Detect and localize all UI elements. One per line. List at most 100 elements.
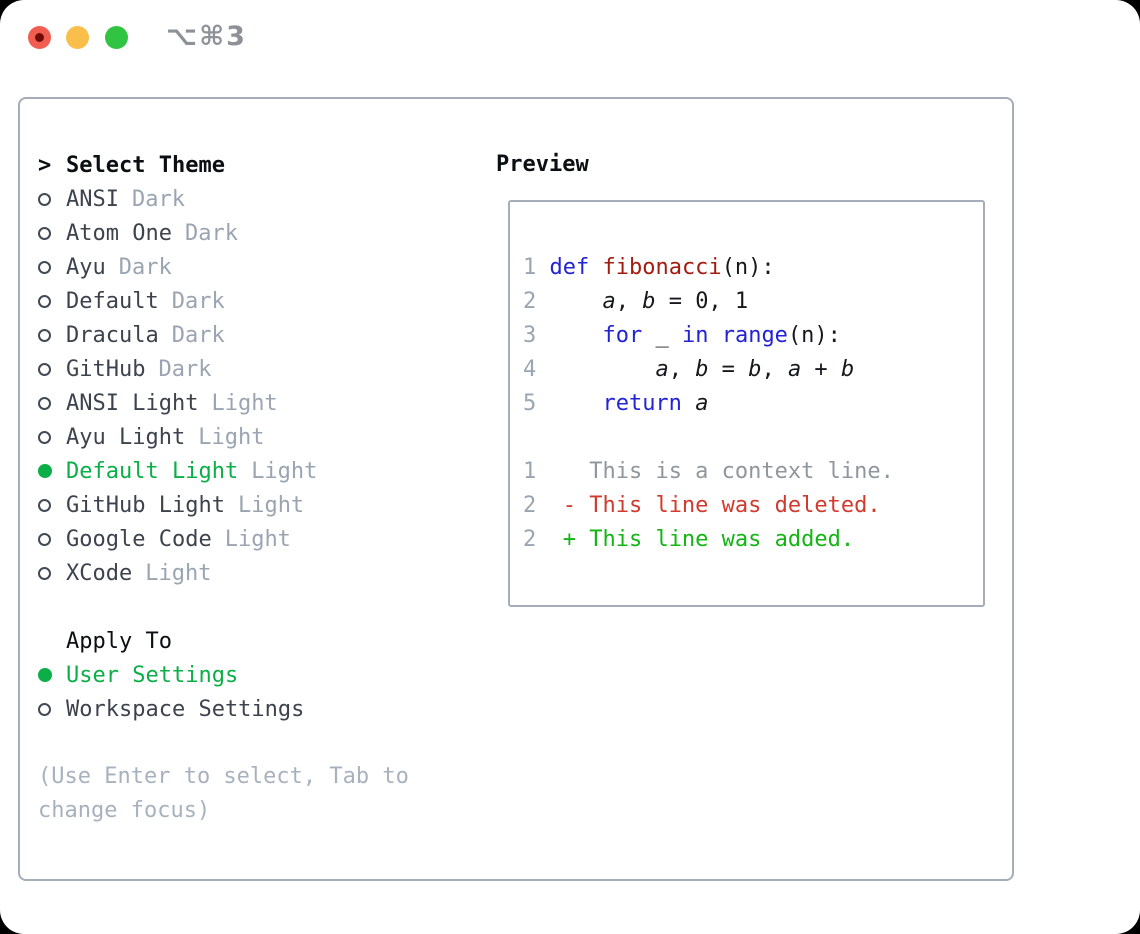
line-number: 2 [523,493,537,518]
radio-unselected-icon [38,328,51,342]
radio-selected-icon [38,464,52,478]
select-theme-heading: Select Theme [66,152,225,178]
theme-option-xcode-light[interactable]: XCode Light [38,556,483,590]
theme-option-ayu-dark[interactable]: Ayu Dark [38,250,483,284]
code-token: b [748,357,762,382]
code-token: , [615,289,643,314]
line-number: 1 [523,459,537,484]
theme-name: Google Code [66,526,212,552]
diff-minus-marker: - [562,493,590,518]
code-line: 5 return a [523,387,983,421]
theme-picker-panel: > Select Theme ANSI Dark Atom One Dark A… [18,97,1014,881]
code-token: = 0, 1 [655,289,749,314]
theme-name: XCode [66,560,133,586]
code-line: 3 for _ in range(n): [523,319,983,353]
theme-tag: Dark [184,220,238,246]
theme-name: GitHub Light [66,492,225,518]
radio-unselected-icon [38,362,51,376]
theme-option-atom-one-dark[interactable]: Atom One Dark [38,216,483,250]
code-token: def [549,255,590,280]
radio-unselected-icon [38,260,51,274]
code-token: + [801,357,841,382]
code-token [549,289,602,314]
code-token: a [787,357,802,382]
hint-line-1: (Use Enter to select, Tab to [38,764,409,789]
minimize-button[interactable] [66,26,89,49]
theme-option-google-code-light[interactable]: Google Code Light [38,522,483,556]
radio-unselected-icon [38,294,51,308]
code-token: = [708,357,749,382]
diff-text: This line was deleted. [589,493,881,518]
apply-to-heading: Apply To [66,628,172,654]
code-line: 4 a, b = b, a + b [523,353,983,387]
theme-tag: Light [251,458,318,484]
theme-tag: Dark [118,254,172,280]
theme-tag: Light [224,526,291,552]
radio-selected-icon [38,668,52,682]
theme-option-github-light[interactable]: GitHub Light Light [38,488,483,522]
maximize-button[interactable] [105,26,128,49]
blank-line [523,421,983,455]
code-token: return [602,391,682,416]
diff-deleted-line: 2- This line was deleted. [523,489,983,523]
apply-option-workspace-settings[interactable]: Workspace Settings [38,692,483,726]
theme-name: GitHub [66,356,146,382]
radio-unselected-icon [38,702,51,716]
code-token: range [721,323,788,348]
theme-tag: Dark [171,288,225,314]
code-token: a [655,357,669,382]
code-token: , [668,357,696,382]
line-number: 1 [523,255,537,280]
apply-option-label: User Settings [66,662,239,688]
theme-option-dracula-dark[interactable]: Dracula Dark [38,318,483,352]
code-token [708,323,721,348]
theme-option-ansi-dark[interactable]: ANSI Dark [38,182,483,216]
theme-tag: Dark [158,356,212,382]
code-token: (n): [787,323,841,348]
theme-tag: Light [211,390,278,416]
theme-option-ayu-light[interactable]: Ayu Light Light [38,420,483,454]
theme-tag: Light [145,560,212,586]
theme-option-github-dark[interactable]: GitHub Dark [38,352,483,386]
code-token [549,391,602,416]
theme-option-default-dark[interactable]: Default Dark [38,284,483,318]
theme-option-default-light[interactable]: Default Light Light [38,454,483,488]
code-token: fibonacci [602,255,722,280]
diff-text: This line was added. [589,527,855,552]
radio-unselected-icon [38,396,51,410]
code-token [589,255,602,280]
theme-option-ansi-light[interactable]: ANSI Light Light [38,386,483,420]
theme-name: ANSI Light [66,390,199,416]
line-number: 3 [523,323,537,348]
code-token: _ [642,323,682,348]
code-token: in [681,323,709,348]
code-token: a [602,289,616,314]
radio-unselected-icon [38,430,51,444]
theme-list: > Select Theme ANSI Dark Atom One Dark A… [38,148,483,828]
apply-option-user-settings[interactable]: User Settings [38,658,483,692]
diff-marker [563,459,590,484]
window-title: ⌥⌘3 [166,21,247,52]
diff-context-line: 1 This is a context line. [523,455,983,489]
select-theme-heading-row: > Select Theme [38,148,483,182]
code-token: b [695,357,709,382]
radio-unselected-icon [38,532,51,546]
cursor-icon: > [38,152,52,178]
close-button[interactable] [28,26,51,49]
code-token: , [761,357,788,382]
line-number: 2 [523,527,537,552]
code-token: (n): [721,255,775,280]
code-token [549,323,602,348]
code-token: b [840,357,855,382]
line-number: 4 [523,357,537,382]
line-number: 5 [523,391,537,416]
theme-name: ANSI [66,186,119,212]
radio-unselected-icon [38,498,51,512]
theme-name: Default [66,288,159,314]
theme-name: Ayu Light [66,424,186,450]
code-line: 2 a, b = 0, 1 [523,285,983,319]
spacer-row [38,726,483,760]
preview-heading: Preview [496,152,589,177]
